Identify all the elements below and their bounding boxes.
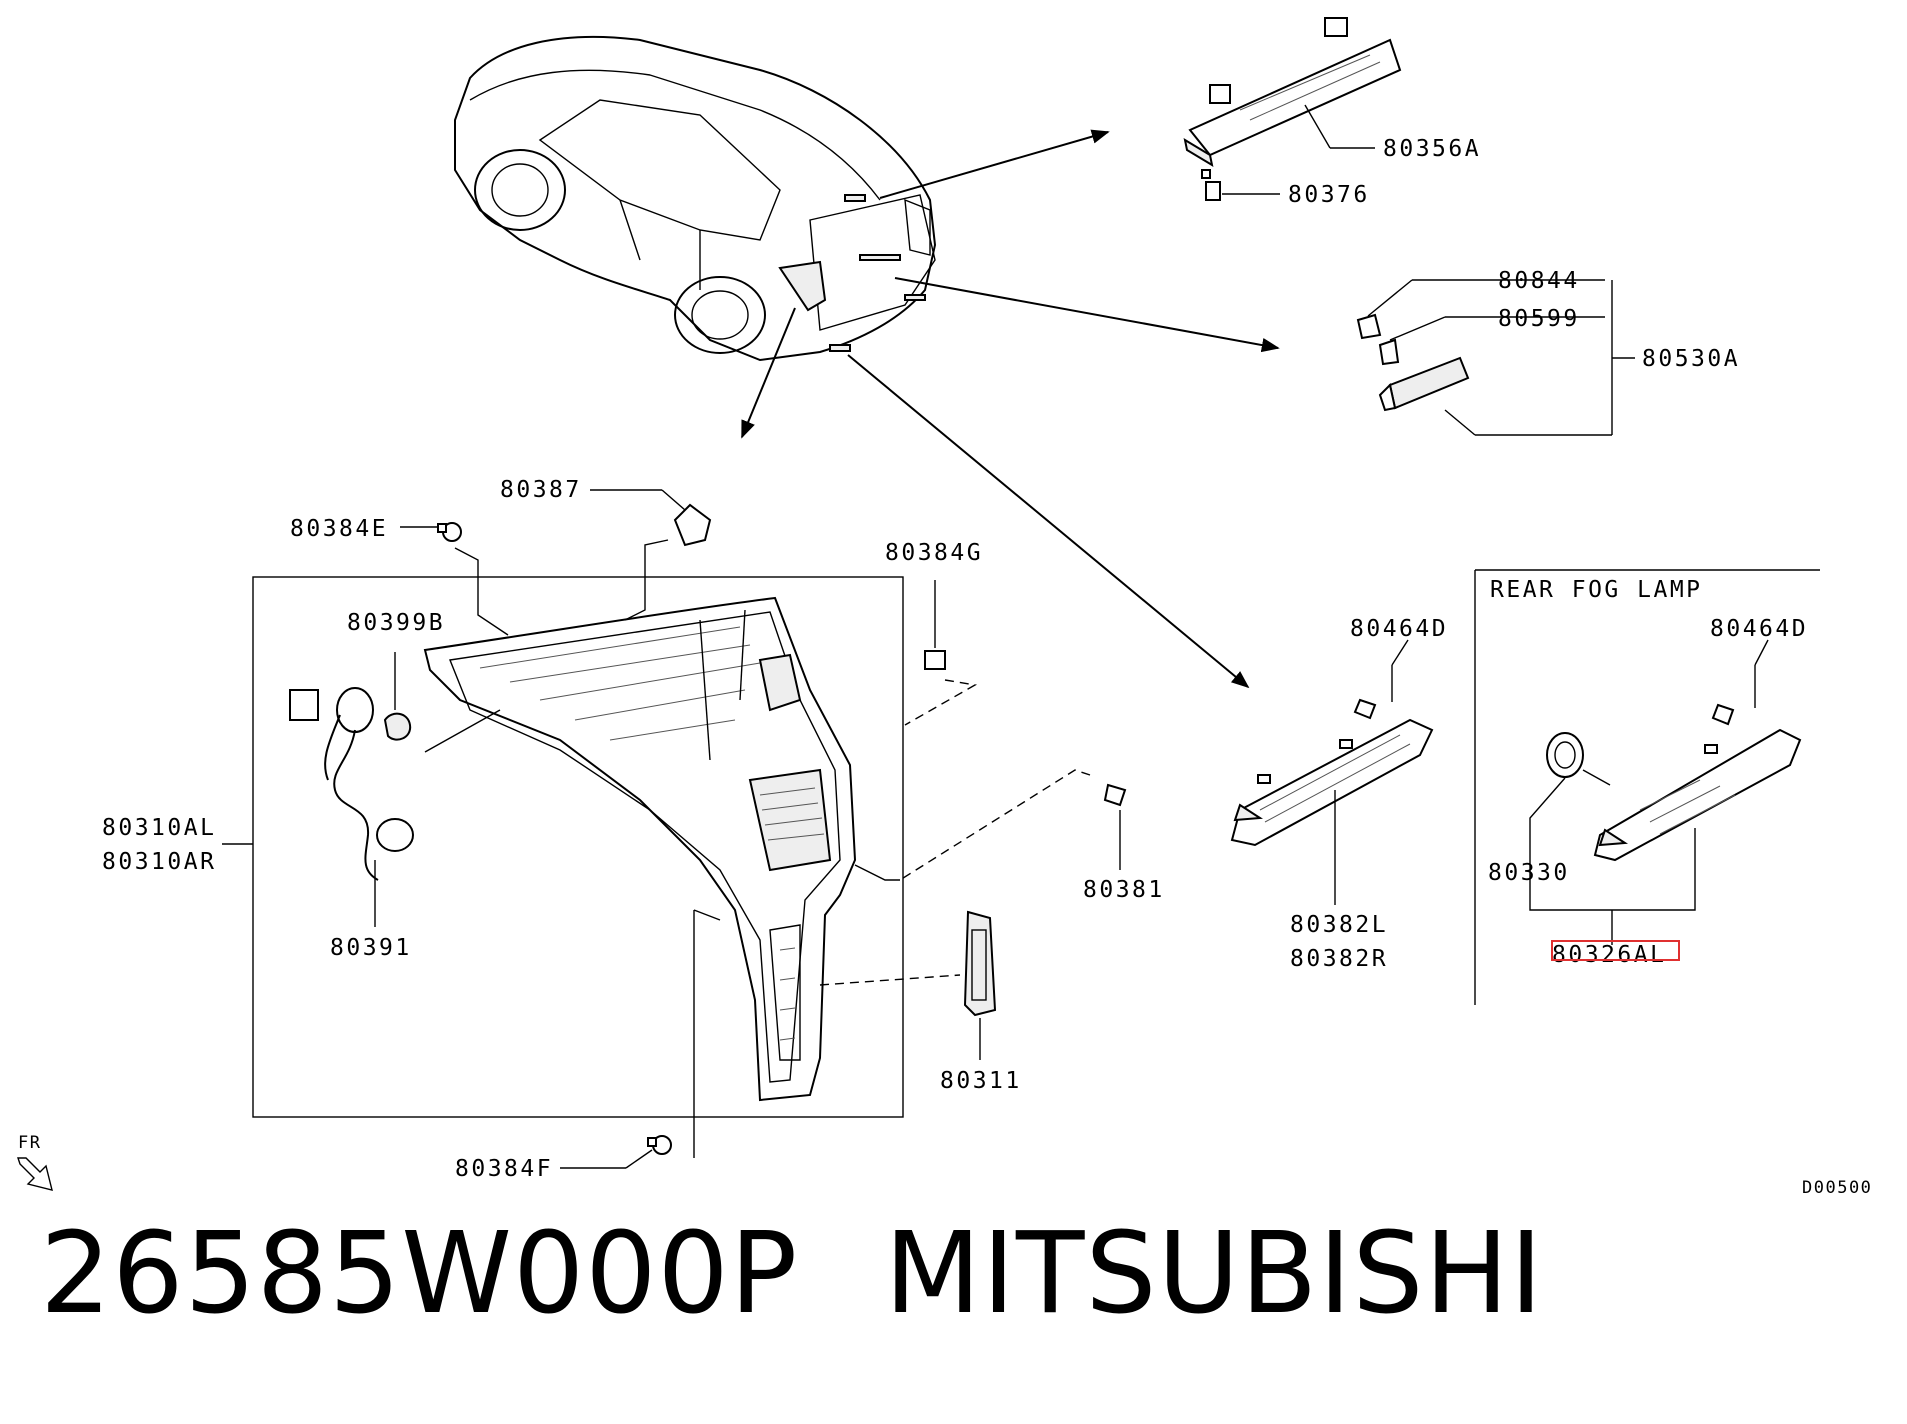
label-80464D-right: 80464D	[1710, 616, 1808, 642]
part-number: 26585W000P	[40, 1209, 799, 1339]
vehicle-outline	[454, 35, 937, 362]
label-80384E: 80384E	[290, 516, 388, 542]
label-80382L: 80382L	[1290, 912, 1388, 938]
clip-80387	[590, 489, 712, 621]
fr-label: FR	[18, 1133, 41, 1153]
label-80384G: 80384G	[885, 540, 983, 566]
fog-lamp-box	[1474, 569, 1820, 1005]
label-80391: 80391	[330, 935, 412, 961]
reflex-reflector	[1230, 639, 1434, 905]
clip-80384G	[904, 580, 978, 726]
label-80326AL: 80326AL	[1552, 942, 1666, 968]
label-80599: 80599	[1498, 306, 1580, 332]
tail-lamp-frame	[252, 576, 904, 1118]
clip-80384F	[560, 909, 721, 1169]
tail-lamp	[423, 596, 857, 1102]
socket-harness	[289, 652, 501, 927]
label-80464D-left: 80464D	[1350, 616, 1448, 642]
screw-80376	[1201, 169, 1280, 201]
screw-80381	[854, 769, 1127, 881]
diagram-code: D00500	[1802, 1178, 1872, 1198]
label-80330: 80330	[1488, 860, 1570, 886]
label-80311: 80311	[940, 1068, 1022, 1094]
label-80387: 80387	[500, 477, 582, 503]
pointer-arrows	[741, 129, 1280, 689]
high-mount-stop-lamp	[1183, 17, 1402, 168]
highlight-box-80326AL	[1551, 940, 1680, 961]
license-plate-lamp	[1356, 279, 1635, 436]
label-80399B: 80399B	[347, 610, 445, 636]
label-80376: 80376	[1288, 182, 1370, 208]
label-80310AR: 80310AR	[102, 849, 216, 875]
clip-80384E	[400, 522, 509, 636]
brand-name: MITSUBISHI	[884, 1209, 1544, 1339]
label-80382R: 80382R	[1290, 946, 1388, 972]
label-80844: 80844	[1498, 268, 1580, 294]
gasket-80311	[819, 910, 997, 1060]
label-80381: 80381	[1083, 877, 1165, 903]
label-80530A: 80530A	[1642, 346, 1740, 372]
label-80310AL: 80310AL	[102, 815, 216, 841]
fog-lamp	[1529, 639, 1802, 945]
fog-lamp-title: REAR FOG LAMP	[1490, 577, 1703, 603]
front-direction-indicator	[17, 1157, 53, 1191]
label-80384F: 80384F	[455, 1156, 553, 1182]
label-80356A: 80356A	[1383, 136, 1481, 162]
